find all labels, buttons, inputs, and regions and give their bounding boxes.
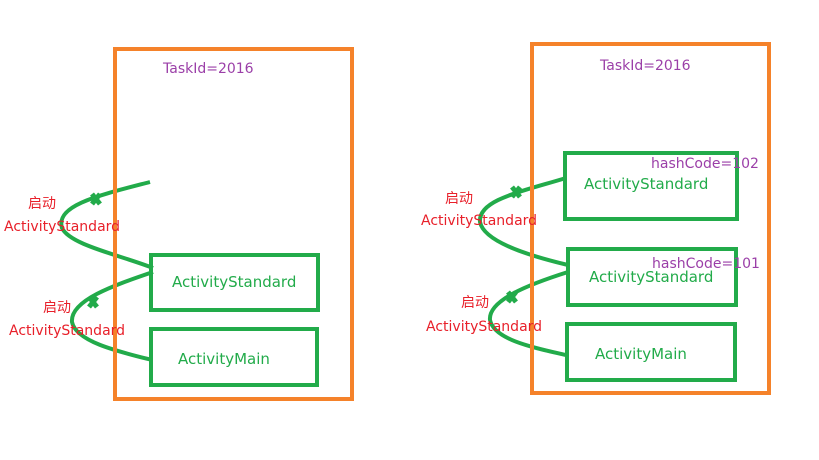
right-launch-curve-lower [488, 270, 569, 357]
left-activity-standard-box [149, 253, 320, 312]
left-activity-main-box [149, 327, 319, 387]
left-launch2-line2: ActivityStandard [9, 323, 126, 339]
right-activity-standard-top-box [563, 151, 739, 221]
left-launch-curve-lower [70, 270, 154, 362]
right-activity-main-box [565, 322, 737, 382]
right-activity-main-label: ActivityMain [595, 345, 687, 363]
right-launch1-line2: ActivityStandard [421, 213, 538, 229]
right-activity-standard-top-label: ActivityStandard [584, 175, 709, 193]
right-hash-mid: hashCode=101 [652, 256, 760, 272]
left-launch-curve-upper [59, 180, 154, 270]
left-task-box [113, 47, 354, 401]
left-activity-standard-label: ActivityStandard [172, 273, 297, 291]
left-activity-main-label: ActivityMain [178, 350, 270, 368]
right-hash-top: hashCode=102 [651, 156, 759, 172]
left-launch1-line2: ActivityStandard [4, 219, 121, 235]
right-task-box [530, 42, 771, 395]
left-arrow-mark-upper [90, 192, 102, 206]
right-arrow-mark-upper [510, 185, 522, 199]
right-task-id: TaskId=2016 [600, 58, 691, 74]
right-launch1-line1: 启动 [445, 191, 473, 207]
right-launch2-line2: ActivityStandard [426, 319, 543, 335]
left-arrow-mark-lower [87, 295, 99, 309]
left-launch1-line1: 启动 [28, 196, 56, 212]
right-activity-standard-mid-label: ActivityStandard [589, 268, 714, 286]
right-activity-standard-mid-box [566, 247, 738, 307]
right-arrow-mark-lower [506, 290, 518, 304]
left-launch2-line1: 启动 [43, 300, 71, 316]
right-launch2-line1: 启动 [461, 295, 489, 311]
left-task-id: TaskId=2016 [163, 61, 254, 77]
